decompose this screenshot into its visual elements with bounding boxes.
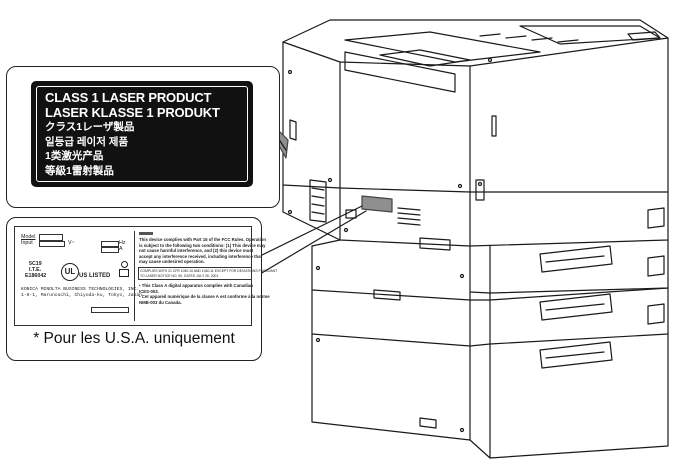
laser-line-en: CLASS 1 LASER PRODUCT: [45, 90, 212, 105]
canada-statement: • This Class A digital apparatus complie…: [139, 283, 270, 305]
paper-tray-3: [311, 303, 669, 459]
manufacturer-line-2: 1-6-1, Marunouchi, Chiyoda-ku, Tokyo, Ja…: [21, 293, 142, 298]
laser-line-ko: 일등급 레이저 제품: [45, 135, 129, 148]
cdrh-compliance-box: COMPLIES WITH 21 CFR 1040.10 AND 1040.11…: [138, 267, 277, 280]
input-label: Input: [21, 240, 33, 246]
rating-leader-line: [259, 205, 363, 257]
double-insulation-icon: [119, 269, 129, 277]
voltage-value-box: [39, 241, 65, 247]
rating-plate-callout: Model Input V~ Hz A 5C19 I.T.E. E186042 …: [6, 217, 277, 361]
hz-value-box: [101, 241, 119, 247]
hz-unit: Hz: [119, 240, 126, 246]
amp-unit: A: [119, 246, 123, 252]
laser-line-de: LASER KLASSE 1 PRODUKT: [45, 104, 220, 120]
code-top: 5C19: [29, 261, 42, 267]
fcc-statement: This device complies with Part 15 of the…: [139, 237, 267, 264]
laser-class-label: CLASS 1 LASER PRODUCT LASER KLASSE 1 PRO…: [31, 81, 253, 187]
footnote-usa-only: * Pour les U.S.A. uniquement: [33, 330, 235, 347]
code-mid: I.T.E.: [29, 267, 42, 273]
paper-tray-2: [311, 239, 669, 347]
printer-main-unit: [282, 19, 669, 223]
paper-tray-1: [469, 207, 669, 294]
ul-listed-text: US LISTED: [79, 273, 111, 279]
laser-line-zh-cn: 1类激光产品: [45, 150, 104, 163]
model-value-box: [39, 234, 63, 241]
laser-warning-callout: CLASS 1 LASER PRODUCT LASER KLASSE 1 PRO…: [6, 66, 280, 208]
rating-plate: Model Input V~ Hz A 5C19 I.T.E. E186042 …: [14, 226, 277, 326]
ul-logo-icon: UL: [61, 263, 79, 281]
laser-line-ja: クラス1レーザ製品: [45, 121, 135, 134]
amp-value-box: [101, 247, 119, 253]
fcc-header-block: [139, 232, 153, 235]
printer-rating-label-spot: [361, 195, 393, 213]
serial-number-box: [91, 307, 129, 313]
model-label: Model: [21, 234, 36, 240]
plate-divider: [134, 231, 135, 321]
voltage-unit: V~: [68, 240, 75, 246]
code-bottom: E186042: [25, 273, 47, 279]
ground-symbol-icon: [121, 261, 128, 268]
laser-line-zh-tw: 等級1雷射製品: [45, 164, 114, 177]
printer-lower-body: [282, 184, 669, 251]
manufacturer-line-1: KONICA MINOLTA BUSINESS TECHNOLOGIES, IN…: [21, 287, 140, 292]
